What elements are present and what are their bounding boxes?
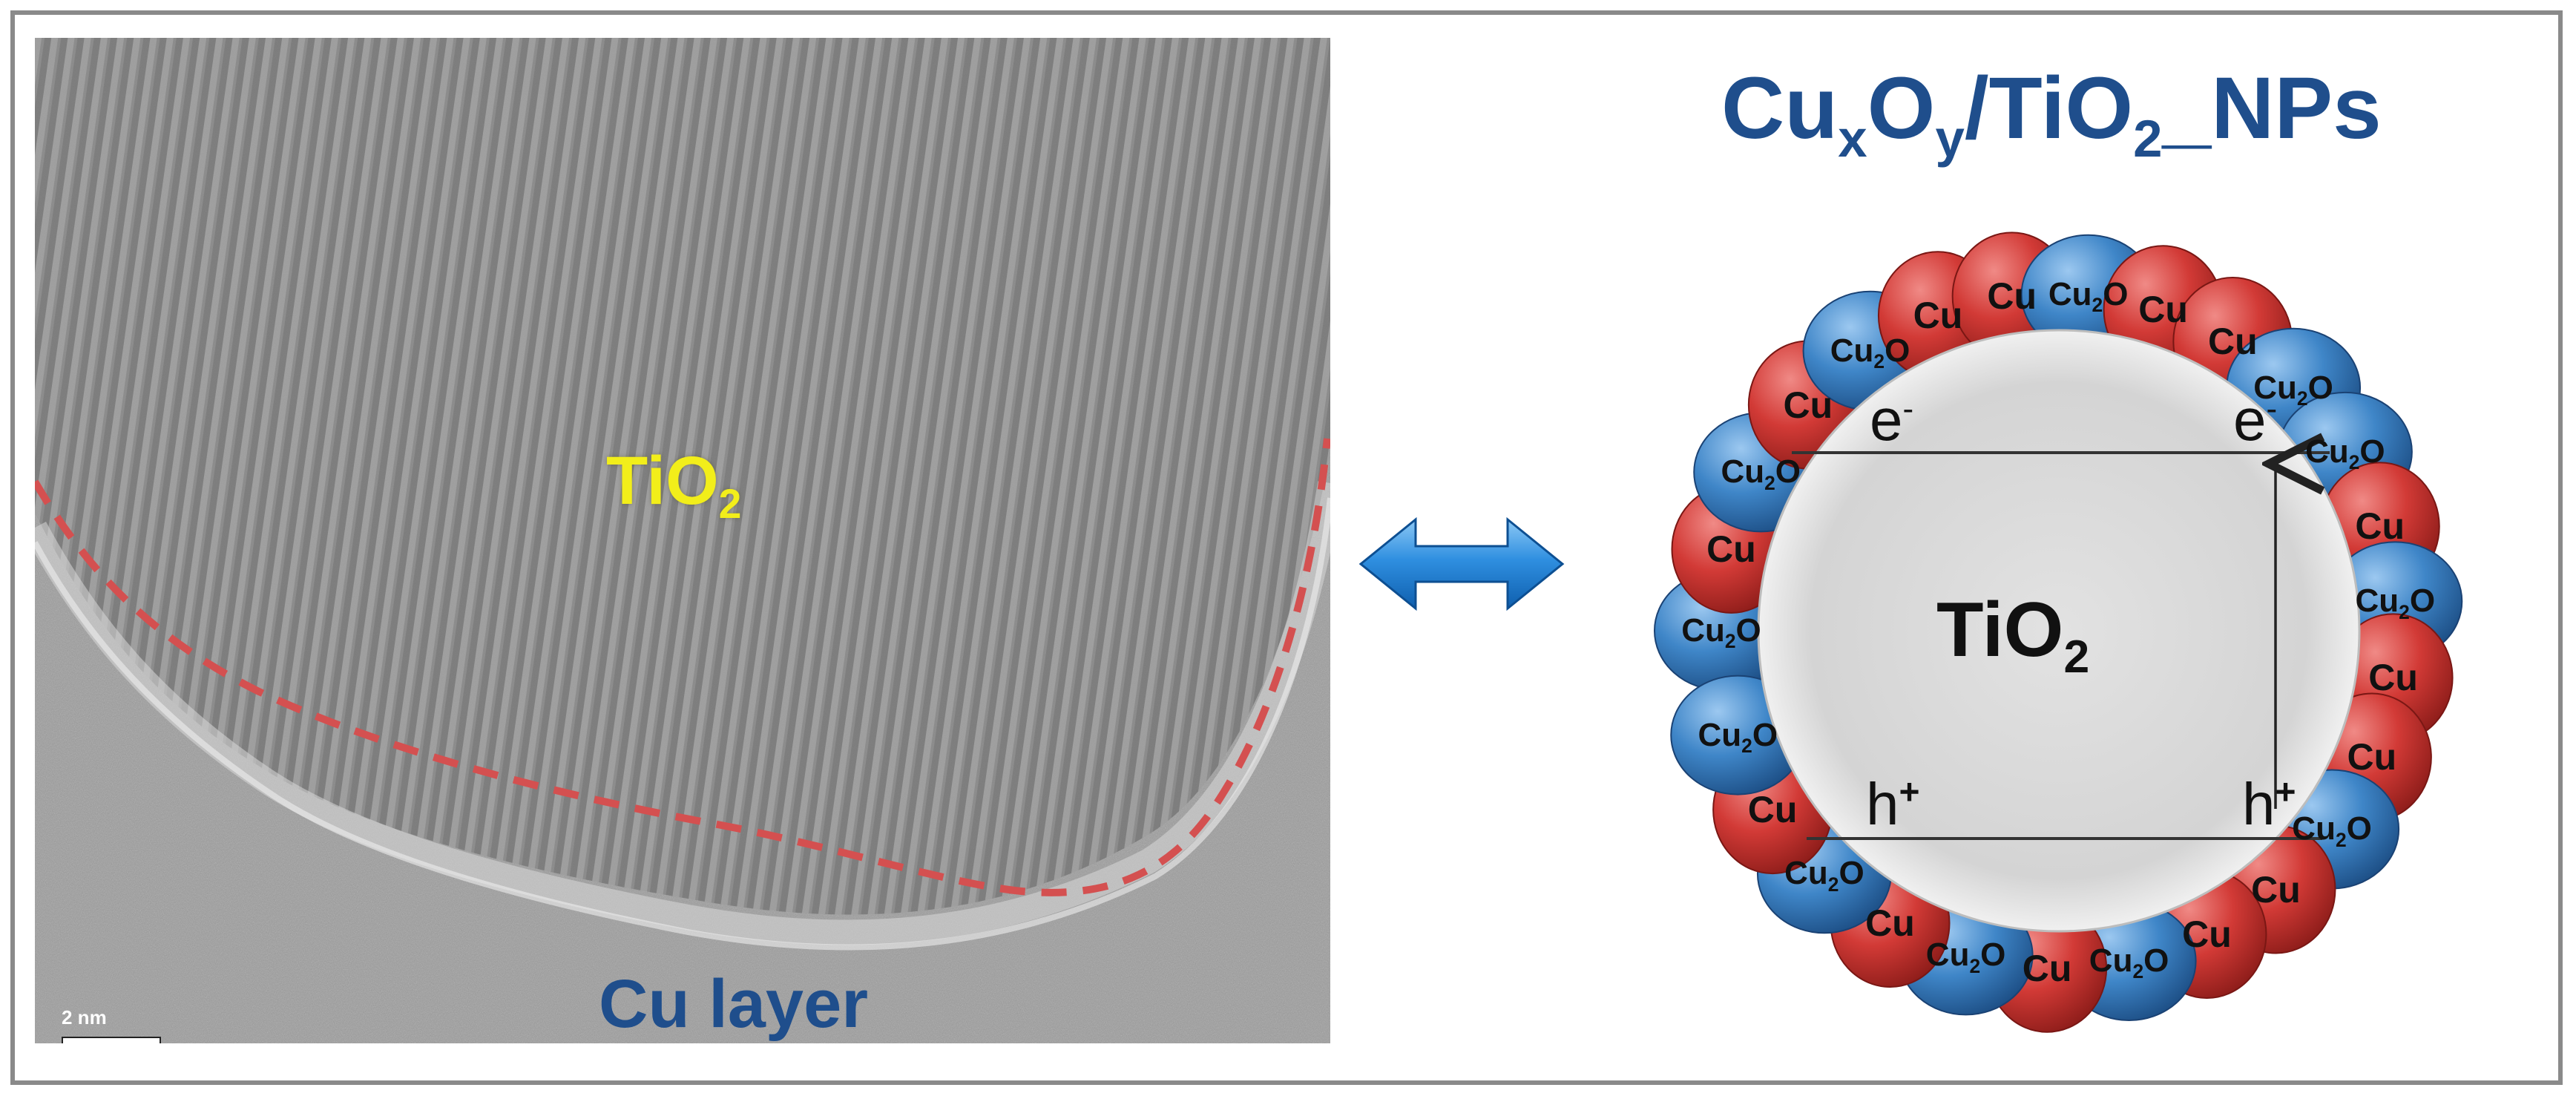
- cu-particle-label: Cu: [2022, 947, 2072, 989]
- interface-dashed-line: [35, 438, 1330, 896]
- cu2o-particle-label: Cu2O: [2089, 942, 2169, 983]
- cu-particle-label: Cu: [1783, 384, 1833, 426]
- cu-particle-label: Cu: [1747, 789, 1798, 831]
- cu2o-particle-label: Cu2O: [1681, 612, 1761, 653]
- cu-particle-label: Cu: [2208, 320, 2258, 362]
- tem-image-svg: [35, 38, 1330, 1043]
- cu-particle-label: Cu: [2347, 736, 2397, 778]
- scale-bar-label: 2 nm: [62, 1006, 107, 1029]
- hole-right-label: h+: [2242, 771, 2296, 837]
- cu-particle-label: Cu: [1706, 528, 1756, 570]
- scale-bar: [62, 1037, 161, 1043]
- cu-particle-label: Cu: [2182, 913, 2232, 955]
- cu-layer-contrast: [35, 481, 1330, 945]
- tem-tio2-label: TiO2: [606, 443, 742, 528]
- cu2o-particle-label: Cu2O: [2253, 369, 2333, 410]
- cu-particle-label: Cu: [1865, 902, 1915, 945]
- cu-particle-label: Cu: [2355, 505, 2405, 548]
- cu-particle-label: Cu: [2138, 289, 2188, 331]
- cu-particle-label: Cu: [1987, 275, 2037, 318]
- cu-particle-label: Cu: [2251, 868, 2301, 911]
- cu-particle-label: Cu: [1913, 295, 1963, 337]
- diagram-title: CuxOy/TiO2_NPs: [1721, 59, 2382, 168]
- cu2o-particle-label: Cu2O: [2048, 275, 2129, 316]
- cu-particle-label: Cu: [2368, 657, 2418, 699]
- tem-micrograph: TiO2 Cu layer 2 nm: [35, 38, 1330, 1043]
- tio2-core: [1757, 329, 2361, 933]
- hole-left-label: h+: [1866, 771, 1920, 837]
- cu2o-particle-label: Cu2O: [2292, 810, 2372, 851]
- electron-right-label: e-: [2233, 387, 2278, 453]
- cu2o-particle-label: Cu2O: [1830, 332, 1910, 373]
- cu2o-particle-label: Cu2O: [1698, 716, 1778, 757]
- nanoparticle-schematic: [1654, 232, 2463, 1033]
- cu2o-particle-label: Cu2O: [2355, 583, 2436, 623]
- cu-layer-label: Cu layer: [599, 966, 869, 1042]
- cu2o-particle-label: Cu2O: [1784, 855, 1864, 896]
- core-tio2-label: TiO2: [1936, 587, 2090, 683]
- cu2o-particle-label: Cu2O: [1721, 453, 1801, 494]
- electron-left-label: e-: [1870, 387, 1914, 453]
- cu2o-particle-label: Cu2O: [2305, 433, 2385, 474]
- double-arrow-icon: [1350, 497, 1573, 631]
- cu2o-particle-label: Cu2O: [1925, 936, 2006, 977]
